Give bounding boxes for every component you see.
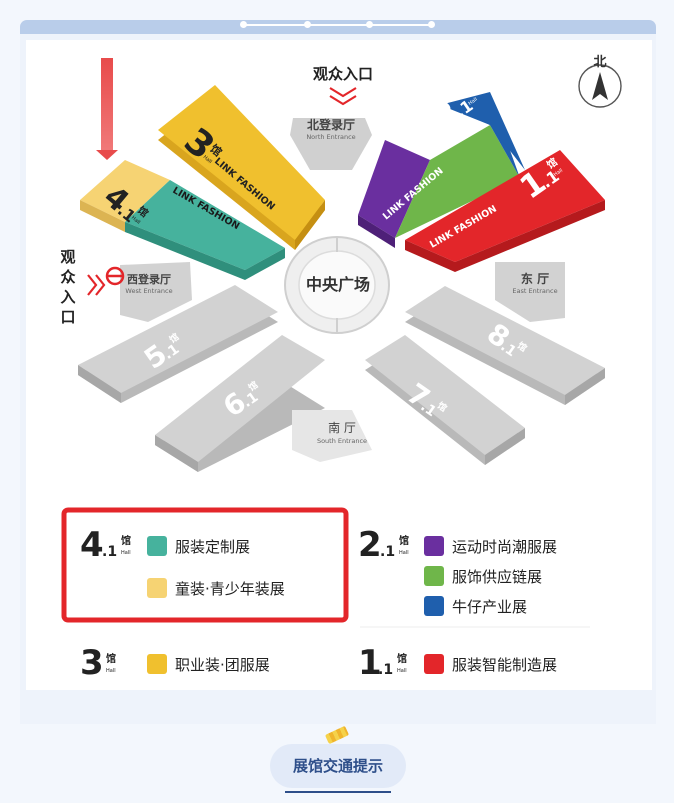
central-plaza[interactable] [284,236,390,334]
legend-swatch-sports-fashion [424,536,444,556]
svg-text:馆: 馆 [399,534,409,547]
north-entrance-en: North Entrance [306,133,355,141]
legend-label-sports-fashion: 运动时尚潮服展 [452,538,557,556]
footer-underline [285,791,391,793]
compass-north-label: 北 [593,55,606,70]
banner-dot [428,21,435,28]
legend-label-workwear: 职业装·团服展 [175,656,270,674]
svg-text:.1: .1 [378,662,393,678]
legend-swatch-supply-chain [424,566,444,586]
svg-text:Hall: Hall [467,96,478,106]
east-entrance-en: East Entrance [512,287,557,295]
banner-dot [366,21,373,28]
svg-text:3: 3 [80,643,104,683]
banner-dot [304,21,311,28]
svg-text:Hall: Hall [399,550,409,556]
legend-swatch-smart-manufacturing [424,654,444,674]
legend-swatch-denim [424,596,444,616]
footer-pill[interactable] [270,744,406,788]
svg-text:2: 2 [358,525,382,565]
legend-hall-1-1: 1 .1 馆 Hall 服装智能制造展 [358,643,557,683]
hall-6-1[interactable] [155,335,325,472]
audience-entrance-left-4: 口 [60,308,75,326]
north-entrance-building [290,118,372,170]
hall-5-1[interactable] [78,285,278,403]
west-chevron-icon [87,274,106,296]
svg-text:.1: .1 [417,398,439,420]
svg-text:.1: .1 [380,544,395,560]
legend-swatch-custom-apparel [147,536,167,556]
audience-entrance-left-3: 入 [60,288,75,306]
hall-1-1[interactable] [405,150,605,272]
south-entrance-en: South Entrance [317,437,367,445]
svg-text:Hall: Hall [397,668,407,674]
hall-2-1[interactable] [358,92,525,248]
hall-7-1[interactable] [365,335,525,465]
svg-text:.1: .1 [497,338,519,360]
compass: 北 [578,55,622,108]
legend-label-supply-chain: 服饰供应链展 [452,568,542,586]
red-down-arrow [96,58,118,160]
legend-hall-2-1: 2 .1 馆 Hall 运动时尚潮服展 服饰供应链展 牛仔产业展 [358,525,557,616]
legend-hall-3: 3 馆 Hall 职业装·团服展 [80,643,270,683]
svg-text:1: 1 [358,643,382,683]
audience-entrance-left-1: 观 [60,248,75,266]
west-entrance-cn: 西登录厅 [127,272,171,286]
hall-3[interactable] [158,85,325,250]
legend-label-denim: 牛仔产业展 [452,598,527,616]
svg-text:Hall: Hall [106,668,116,674]
west-entrance-en: West Entrance [125,287,172,295]
svg-text:.1: .1 [240,389,262,411]
svg-text:馆: 馆 [121,534,131,547]
top-banner [20,20,656,34]
legend-label-custom-apparel: 服装定制展 [175,538,250,556]
svg-text:Hall: Hall [121,550,131,556]
svg-text:.1: .1 [161,341,183,363]
svg-text:4: 4 [80,525,104,565]
north-chevron-icon [329,87,357,106]
hall-4-1[interactable] [80,160,285,280]
svg-text:Hall: Hall [130,215,141,226]
north-entrance-cn: 北登录厅 [307,117,355,132]
svg-text:馆: 馆 [397,652,407,665]
footer-title[interactable]: 展馆交通提示 [292,757,383,775]
legend-hall-4-1: 4 .1 馆 Hall 服装定制展 童装·青少年装展 [80,525,285,598]
banner-dot [240,21,247,28]
svg-text:Hall: Hall [202,154,213,165]
audience-entrance-top: 观众入口 [313,65,373,83]
banner-line [242,24,432,26]
east-entrance-building [495,262,565,322]
south-entrance-building [292,410,372,462]
south-entrance-cn: 南 厅 [328,420,356,435]
hall-8-1[interactable] [405,286,605,405]
legend-label-smart-manufacturing: 服装智能制造展 [452,656,557,674]
central-plaza-label: 中央广场 [306,275,370,294]
legend-highlight-box [61,507,349,623]
svg-text:馆: 馆 [106,652,116,665]
east-entrance-cn: 东 厅 [521,271,549,286]
legend-label-kids-apparel: 童装·青少年装展 [175,580,285,598]
legend-swatch-kids-apparel [147,578,167,598]
svg-text:.1: .1 [102,544,117,560]
svg-text:Hall: Hall [553,168,564,178]
metro-logo-icon [105,266,125,286]
audience-entrance-left-2: 众 [60,268,75,286]
legend-swatch-workwear [147,654,167,674]
west-entrance-building [120,262,192,322]
